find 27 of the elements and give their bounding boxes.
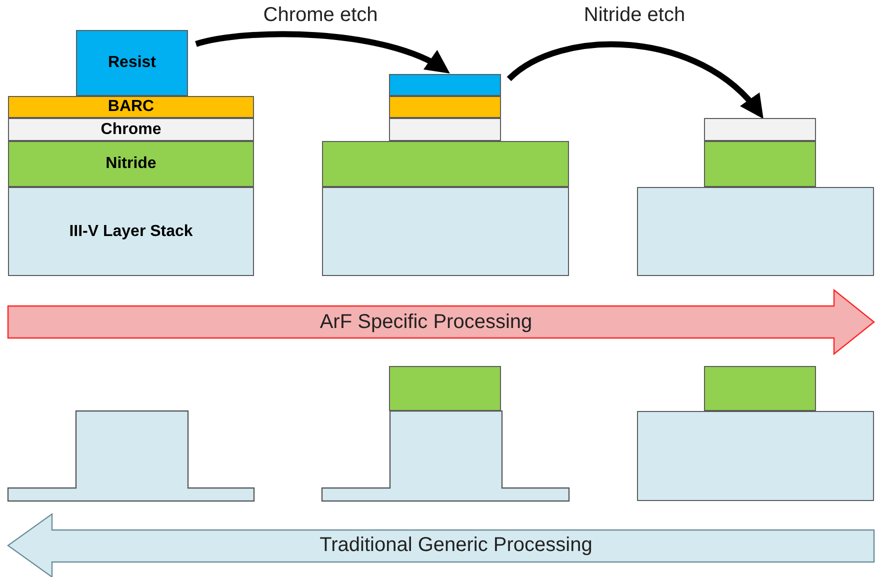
layer-label: BARC (108, 98, 154, 116)
nitride-layer (8, 141, 254, 187)
curved-arrow (195, 31, 450, 74)
barc-layer (8, 96, 254, 118)
nitride-layer (704, 366, 816, 411)
substrate-layer (8, 187, 254, 276)
nitride-layer (322, 141, 569, 187)
layer-label: Chrome (100, 120, 162, 138)
chrome-layer (704, 118, 816, 141)
chrome-layer (389, 118, 501, 141)
barc-layer (389, 96, 501, 118)
substrate-layer (322, 187, 569, 276)
resist-layer (76, 30, 188, 96)
arrow-label: Traditional Generic Processing (320, 534, 592, 557)
chrome-layer (8, 118, 254, 141)
substrate-layer (637, 187, 874, 276)
edge-label: Nitride etch (584, 4, 686, 27)
layer-label: Nitride (106, 155, 156, 173)
layer-label: Resist (108, 54, 156, 72)
substrate-layer (637, 411, 874, 501)
arrow-label: ArF Specific Processing (320, 310, 532, 334)
nitride-layer (389, 366, 501, 411)
curved-arrow (507, 41, 764, 119)
nitride-layer (704, 141, 816, 187)
edge-label: Chrome etch (263, 4, 378, 27)
resist-layer (389, 74, 501, 96)
layer-label: III-V Layer Stack (69, 222, 193, 240)
